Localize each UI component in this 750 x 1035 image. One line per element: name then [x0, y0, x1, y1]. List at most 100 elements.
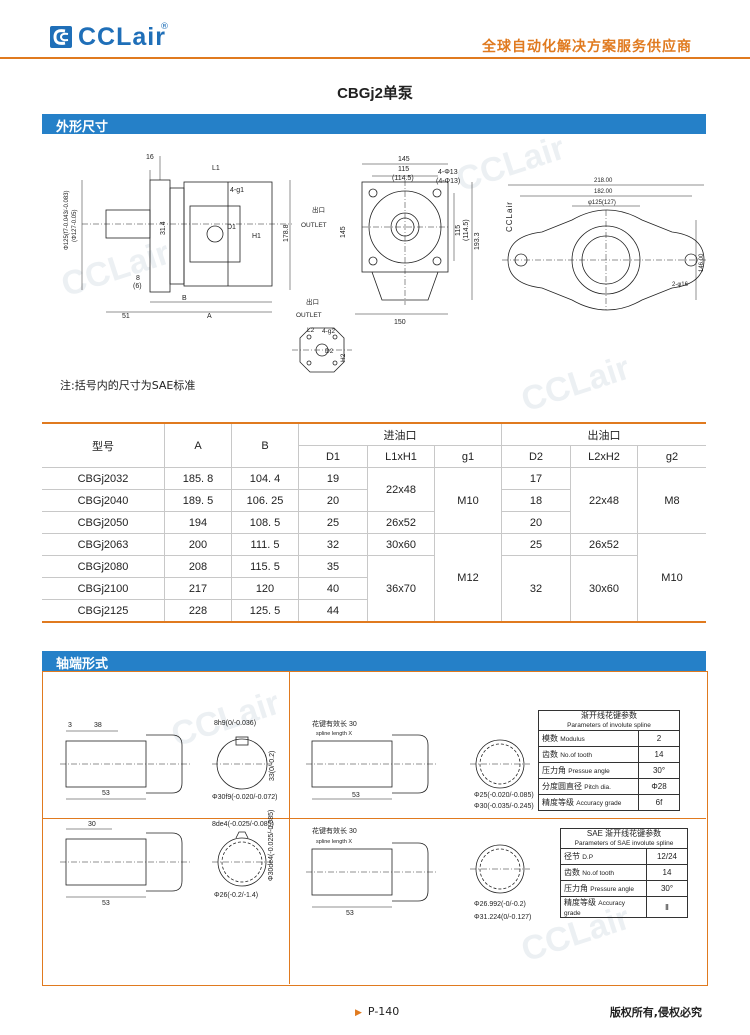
cell-g2: M10: [637, 533, 706, 623]
param-title-cn: 渐开线花键参数: [581, 711, 637, 720]
col-model: 型号: [42, 423, 165, 468]
cell-l1h1: 22x48: [367, 467, 435, 512]
outlet-label: 出口: [312, 205, 325, 214]
col-g2: g2: [637, 445, 706, 468]
spline-shaft-drawing: [306, 734, 530, 800]
spline-shaft-drawing: [60, 828, 272, 898]
col-outlet: 出油口: [501, 423, 706, 446]
param-value: 6f: [638, 794, 680, 811]
dim-label: 146.00: [699, 253, 705, 272]
cell-d1: 25: [298, 511, 368, 534]
cell-a: 228: [164, 599, 232, 623]
header-divider: [0, 57, 750, 59]
cell-l2h2: 26x52: [570, 533, 638, 556]
keyed-shaft-drawing: [60, 730, 272, 800]
dimension-note: 注:括号内的尺寸为SAE标准: [60, 379, 196, 392]
spline-label: 花键有效长 30: [312, 826, 357, 835]
dim-label: 4-g1: [230, 187, 244, 194]
param-label: 精度等级 Accuracy grade: [538, 794, 639, 811]
col-inlet: 进油口: [298, 423, 502, 446]
shaft-grid: [42, 671, 708, 986]
cell-model: CBGj2040: [42, 489, 165, 512]
col-b: B: [231, 423, 299, 468]
front-view-drawing: [355, 163, 473, 315]
dim-label: 8h9(0/-0.036): [214, 720, 256, 727]
cell-a: 185. 8: [164, 467, 232, 490]
grid-divider: [42, 818, 706, 819]
param-value: Φ28: [638, 778, 680, 795]
dim-label: Φ30(-0.035/-0.245): [474, 803, 534, 810]
cell-d2: 25: [501, 533, 571, 556]
dim-label: 218.00: [594, 178, 613, 184]
dim-label: (4-Φ13): [436, 178, 460, 185]
dim-label: 2-φ16: [672, 282, 689, 288]
col-g1: g1: [434, 445, 502, 468]
spline-label: 花键有效长 30: [312, 719, 357, 728]
cell-g1: M12: [434, 533, 502, 623]
dim-label: Φ25(-0.020/-0.085): [474, 792, 534, 799]
dim-label: D1: [227, 224, 236, 231]
dim-label: 53: [102, 900, 110, 907]
param-value: 2: [638, 730, 680, 747]
cell-d1: 40: [298, 577, 368, 600]
cell-d1: 20: [298, 489, 368, 512]
table-row: CBGj2050 194 108. 5 25 26x52 20: [42, 511, 706, 534]
cell-b: 108. 5: [231, 511, 299, 534]
cell-d2: 18: [501, 489, 571, 512]
cell-model: CBGj2125: [42, 599, 165, 623]
param-title-en: Parameters of involute spline: [567, 722, 651, 729]
param-table-title: 渐开线花键参数 Parameters of involute spline: [538, 710, 680, 731]
cell-b: 120: [231, 577, 299, 600]
dim-label: 31.4: [160, 221, 167, 235]
col-l1h1: L1xH1: [367, 445, 435, 468]
dim-label: 182.00: [594, 189, 613, 195]
dim-label: φ125(127): [588, 200, 616, 206]
dim-label: 8de4(-0.025/-0.085): [212, 821, 274, 828]
dim-label: 145: [398, 156, 410, 163]
dim-label: 115: [398, 166, 409, 173]
col-d2: D2: [501, 445, 571, 468]
cell-d2: 17: [501, 467, 571, 490]
section-title: 外形尺寸: [56, 120, 109, 135]
sae-spline-table: SAE 渐开线花键参数 Parameters of SAE involute s…: [560, 828, 688, 918]
cell-model: CBGj2063: [42, 533, 165, 556]
dim-label: (114.5): [392, 175, 414, 182]
cell-d1: 32: [298, 533, 368, 556]
section-title: 轴端形式: [56, 657, 109, 672]
dim-label: 3: [68, 722, 72, 729]
param-value: Ⅱ: [646, 896, 688, 918]
cell-d2: 20: [501, 511, 571, 534]
dim-label: 115: [455, 225, 462, 236]
param-label: 压力角 Pressue angle: [538, 762, 639, 779]
dim-label: Φ125(f7-0.043/-0.083): [64, 191, 70, 251]
dim-label: (Φ127-0.05): [72, 210, 78, 242]
dim-label: 4-g2: [322, 328, 335, 335]
registered-mark: ®: [160, 22, 169, 32]
flange-brand: CCLair: [505, 201, 514, 232]
dim-label: 178.8: [283, 224, 290, 242]
shaft-drawings: 3 38 53 8h9(0/-0.036) 33(0/-0.2) Φ30f9(-…: [60, 719, 534, 921]
outlet-label-en: OUTLET: [301, 222, 327, 229]
cell-l1h1: 26x52: [367, 511, 435, 534]
table-row: CBGj2032 185. 8 104. 4 19 22x48 M10 17 2…: [42, 467, 706, 534]
cell-b: 115. 5: [231, 555, 299, 578]
dim-label: 145: [340, 226, 347, 238]
table-row: CBGj2040 189. 5 106. 25 20 18: [42, 489, 706, 512]
dim-label: 51: [122, 313, 130, 320]
param-value: 30°: [638, 762, 680, 779]
dim-label: B: [182, 295, 187, 302]
involute-spline-table: 渐开线花键参数 Parameters of involute spline 模数…: [538, 710, 680, 811]
cell-a: 217: [164, 577, 232, 600]
flange-view-drawing: [502, 184, 706, 311]
dim-label: 150: [394, 319, 406, 326]
dim-label: (6): [133, 283, 142, 290]
outlet-label-en: OUTLET: [296, 312, 322, 319]
param-value: 14: [638, 746, 680, 763]
cell-b: 104. 4: [231, 467, 299, 490]
sae-spline-shaft-drawing: [306, 842, 530, 908]
page-title: CBGj2单泵: [337, 85, 413, 102]
param-label: 齿数 No.of tooth: [560, 864, 647, 881]
cell-a: 189. 5: [164, 489, 232, 512]
param-title-cn: SAE 渐开线花键参数: [586, 829, 662, 838]
dim-label: 33(0/-0.2): [269, 751, 276, 781]
